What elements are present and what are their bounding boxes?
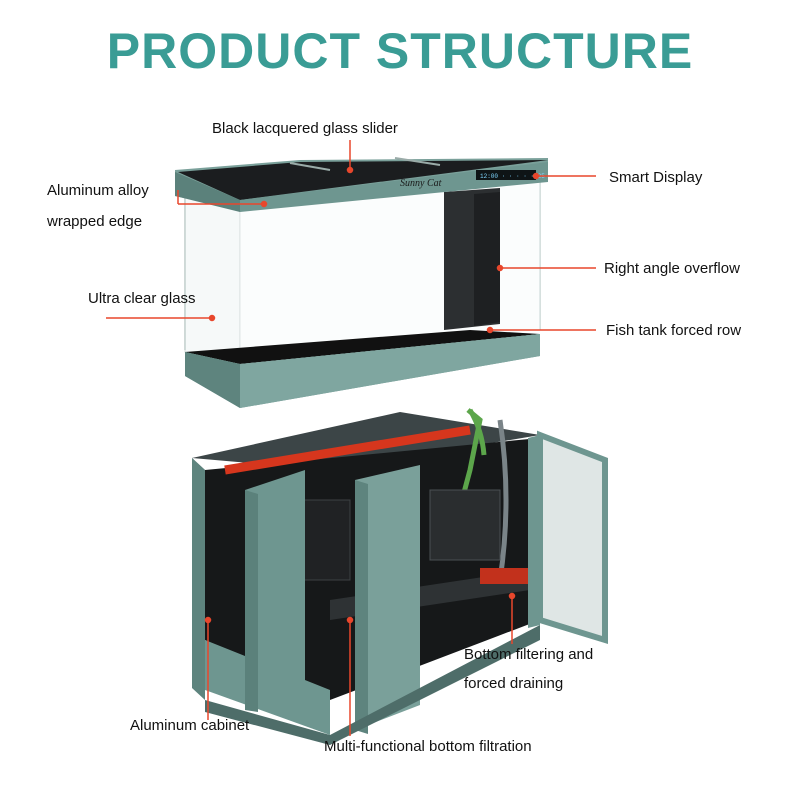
door-left-2 bbox=[355, 465, 420, 730]
label-bottom-filtration: Multi-functional bottom filtration bbox=[324, 738, 532, 755]
tank-bottom-glass bbox=[185, 330, 540, 364]
fish-tank: Sunny Cat 12:00 · · · · · 25 bbox=[175, 157, 548, 408]
label-aluminum-cabinet: Aluminum cabinet bbox=[130, 717, 250, 734]
display-readout: 12:00 · · · · · 25 bbox=[480, 173, 545, 180]
label-forced-row: Fish tank forced row bbox=[606, 322, 742, 339]
label-right-angle-overflow: Right angle overflow bbox=[604, 260, 740, 277]
label-aluminum-alloy-1: Aluminum alloy bbox=[47, 182, 149, 199]
label-ultra-clear-glass: Ultra clear glass bbox=[88, 290, 196, 307]
label-aluminum-alloy-2: wrapped edge bbox=[47, 213, 143, 230]
brand-logo: Sunny Cat bbox=[400, 178, 442, 189]
aluminum-cabinet-art bbox=[192, 408, 608, 745]
page-title: PRODUCT STRUCTURE bbox=[106, 23, 694, 79]
label-bottom-filtering-2: forced draining bbox=[464, 675, 564, 692]
glass-slider-top bbox=[178, 160, 548, 200]
label-smart-display: Smart Display bbox=[609, 169, 703, 186]
leader-lines bbox=[106, 140, 596, 736]
door-right bbox=[537, 430, 608, 645]
label-glass-slider: Black lacquered glass slider bbox=[212, 120, 398, 137]
label-bottom-filtering-1: Bottom filtering and bbox=[464, 646, 594, 663]
smart-display-panel bbox=[476, 170, 536, 180]
door-left-1 bbox=[245, 470, 305, 710]
